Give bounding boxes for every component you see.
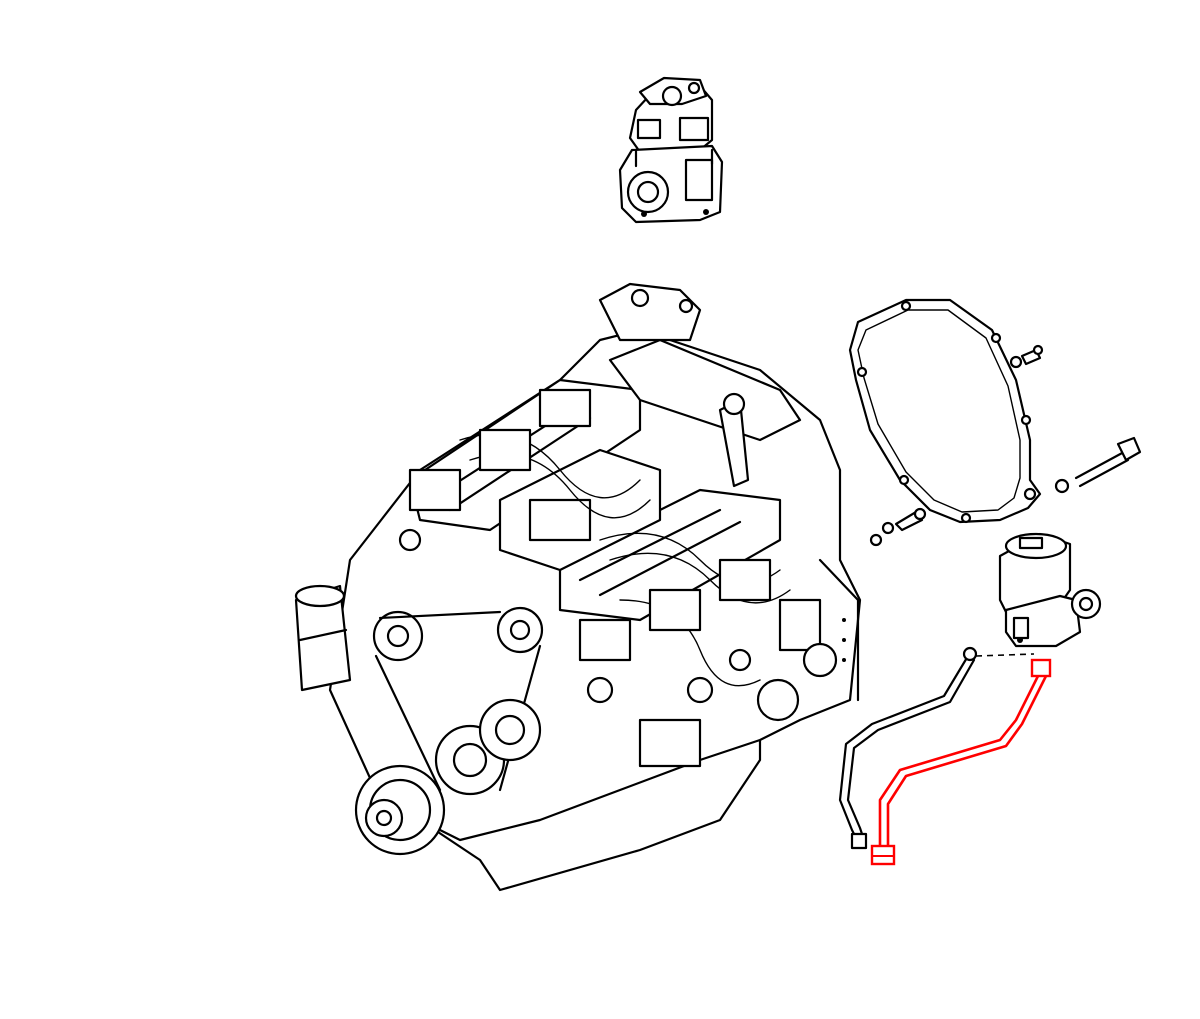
mounting-bolts-nuts	[869, 344, 1142, 547]
fuel-pump-unit	[998, 532, 1102, 648]
air-compressor	[618, 76, 724, 224]
engine-block	[294, 282, 862, 892]
flywheel-housing-gasket	[848, 298, 1042, 524]
fuel-line-red	[870, 658, 1052, 866]
fuel-line-black	[838, 646, 1035, 850]
